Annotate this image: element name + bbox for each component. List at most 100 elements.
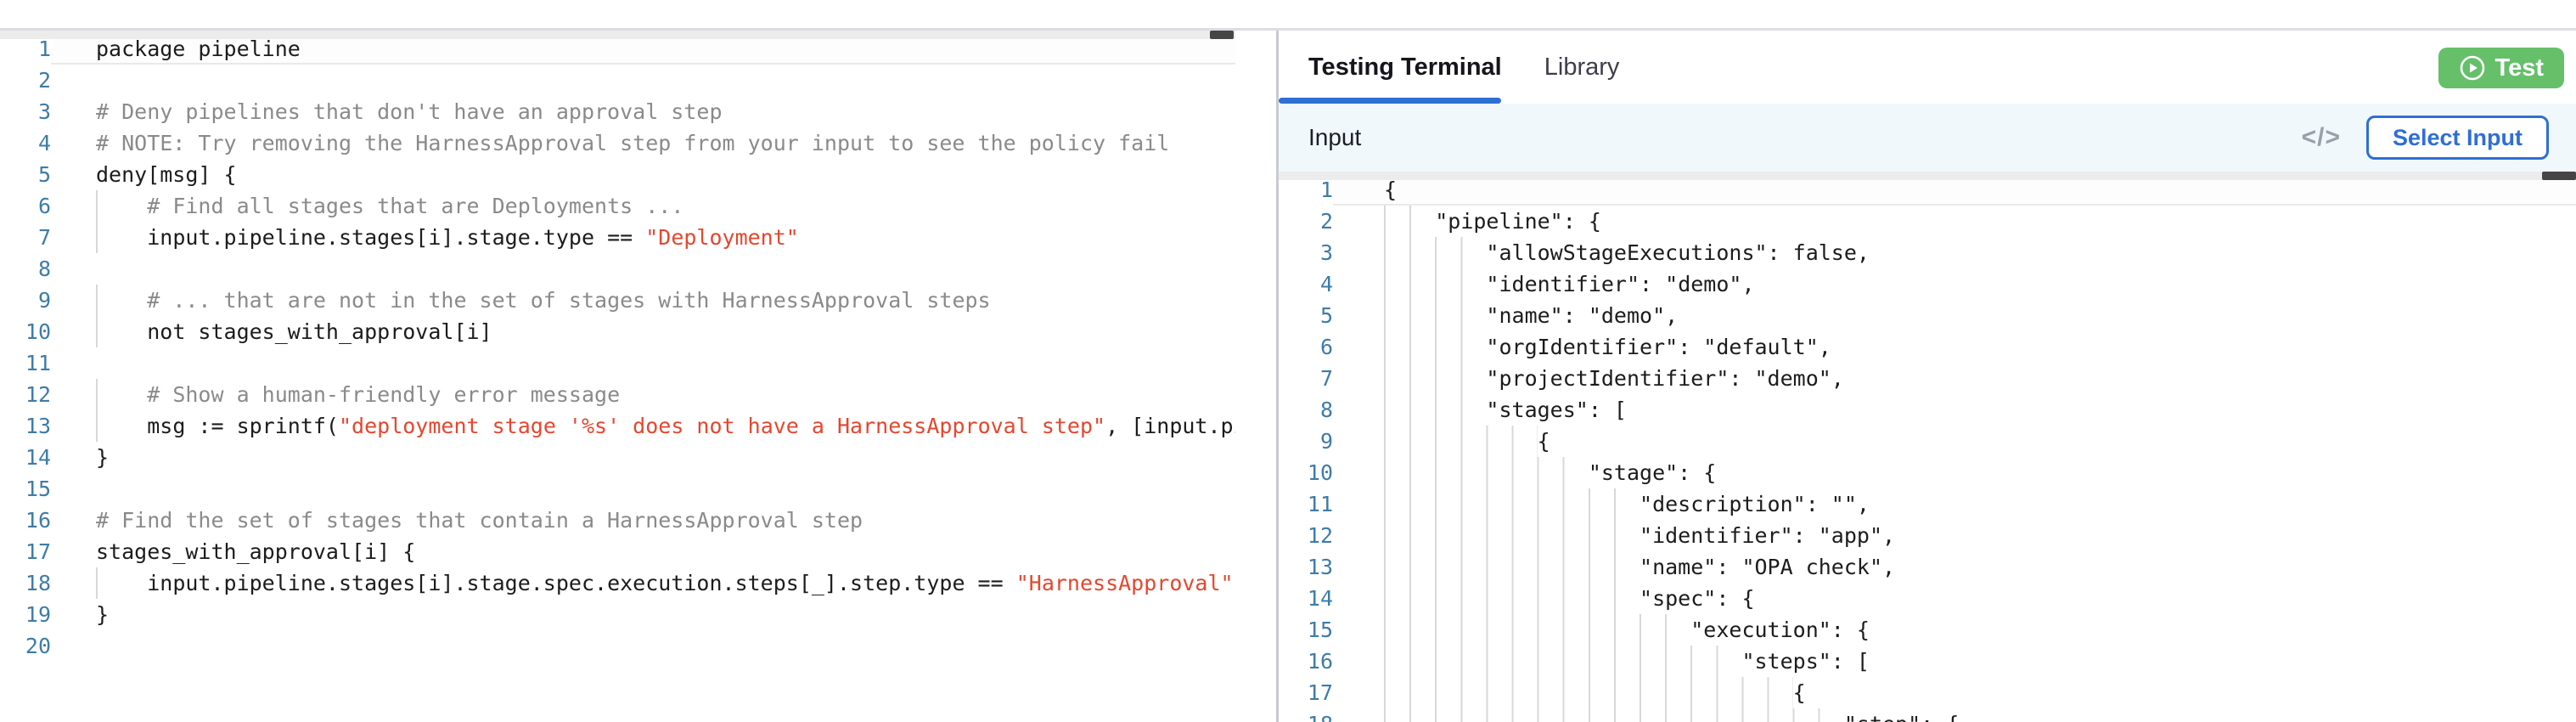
line-number: 3	[1319, 240, 1333, 265]
token-comment: # Deny pipelines that don't have an appr…	[96, 99, 723, 124]
token-code: {	[1792, 680, 1806, 705]
line-source: "step": {	[1333, 708, 2576, 722]
play-circle-icon	[2459, 54, 2486, 82]
code-line[interactable]: 14 "spec": {	[1279, 583, 2576, 614]
indent-guides	[1384, 237, 1487, 268]
code-line[interactable]: 19}	[0, 599, 1235, 630]
token-code: "step": {	[1844, 708, 1959, 722]
input-json-editor[interactable]: 1{2 "pipeline": {3 "allowStageExecutions…	[1279, 172, 2576, 722]
rego-editor-hscrollbar[interactable]	[0, 31, 1235, 39]
line-source: "pipeline": {	[1333, 206, 2576, 237]
code-line[interactable]: 16# Find the set of stages that contain …	[0, 505, 1235, 536]
line-source: input.pipeline.stages[i].stage.type == "…	[51, 222, 1235, 253]
code-line[interactable]: 13 "name": "OPA check",	[1279, 551, 2576, 583]
line-number: 14	[25, 445, 51, 470]
line-number: 16	[1307, 649, 1333, 674]
active-tab-underline	[1279, 98, 1501, 104]
line-source: deny[msg] {	[51, 159, 1235, 190]
select-input-button[interactable]: Select Input	[2365, 116, 2549, 160]
line-source: "name": "OPA check",	[1333, 551, 2576, 583]
line-source	[51, 630, 1235, 662]
line-number: 13	[1307, 555, 1333, 579]
line-source: not stages_with_approval[i]	[51, 316, 1235, 347]
code-line[interactable]: 9 {	[1279, 426, 2576, 457]
input-section-header: Input </> Select Input	[1279, 104, 2576, 172]
line-source: "orgIdentifier": "default",	[1333, 331, 2576, 363]
token-code: {	[1537, 429, 1550, 454]
code-line[interactable]: 8 "stages": [	[1279, 394, 2576, 426]
code-line[interactable]: 15 "execution": {	[1279, 614, 2576, 646]
code-line[interactable]: 11	[0, 347, 1235, 379]
code-line[interactable]: 17 {	[1279, 677, 2576, 708]
code-line[interactable]: 14}	[0, 442, 1235, 473]
code-line[interactable]: 18 input.pipeline.stages[i].stage.spec.e…	[0, 567, 1235, 599]
line-source: "identifier": "demo",	[1333, 268, 2576, 300]
line-number: 6	[37, 194, 51, 218]
pane-divider[interactable]	[1276, 31, 1279, 722]
line-number: 4	[37, 131, 51, 155]
line-source: "allowStageExecutions": false,	[1333, 237, 2576, 268]
indent-guides	[1384, 614, 1691, 646]
token-code: msg := sprintf(	[147, 414, 339, 438]
code-line[interactable]: 15	[0, 473, 1235, 505]
line-number: 1	[1319, 178, 1333, 202]
tab-testing-terminal[interactable]: Testing Terminal	[1279, 31, 1522, 104]
indent-guides	[96, 410, 148, 442]
code-line[interactable]: 6 # Find all stages that are Deployments…	[0, 190, 1235, 222]
indent-guides	[96, 567, 148, 599]
indent-guides	[1384, 551, 1640, 583]
json-editor-hscrollbar[interactable]	[1279, 172, 2576, 180]
input-section-title: Input	[1308, 124, 1362, 150]
indent-guides	[1384, 363, 1487, 394]
code-line[interactable]: 5 "name": "demo",	[1279, 300, 2576, 331]
rego-editor-hscrollbar-thumb[interactable]	[1210, 31, 1234, 39]
line-number: 5	[37, 162, 51, 187]
code-line[interactable]: 13 msg := sprintf("deployment stage '%s'…	[0, 410, 1235, 442]
code-line[interactable]: 4 # NOTE: Try removing the HarnessApprova…	[0, 127, 1235, 159]
line-number: 15	[1307, 618, 1333, 642]
code-line[interactable]: 7 "projectIdentifier": "demo",	[1279, 363, 2576, 394]
line-source: "name": "demo",	[1333, 300, 2576, 331]
token-comment: # Find the set of stages that contain a …	[96, 508, 863, 533]
test-button[interactable]: Test	[2438, 48, 2564, 88]
code-line[interactable]: 20	[0, 630, 1235, 662]
indent-guides	[1384, 708, 1844, 722]
indent-guides	[1384, 300, 1487, 331]
code-line[interactable]: 4 "identifier": "demo",	[1279, 268, 2576, 300]
code-line[interactable]: 18 "step": {	[1279, 708, 2576, 722]
indent-guides	[1384, 583, 1640, 614]
line-number: 10	[25, 319, 51, 344]
code-line[interactable]: 2	[0, 65, 1235, 96]
code-line[interactable]: 6 "orgIdentifier": "default",	[1279, 331, 2576, 363]
code-line[interactable]: 16 "steps": [	[1279, 646, 2576, 677]
code-line[interactable]: 12 "identifier": "app",	[1279, 520, 2576, 551]
token-code: "identifier": "app",	[1640, 523, 1896, 548]
line-number: 10	[1307, 460, 1333, 485]
line-number: 17	[25, 539, 51, 564]
token-code: {	[1384, 178, 1398, 202]
code-line[interactable]: 2 "pipeline": {	[1279, 206, 2576, 237]
code-line[interactable]: 8	[0, 253, 1235, 285]
line-source	[51, 473, 1235, 505]
code-line[interactable]: 9 # ... that are not in the set of stage…	[0, 285, 1235, 316]
token-code: input.pipeline.stages[i].stage.spec.exec…	[147, 571, 1016, 595]
token-comment: # ... that are not in the set of stages …	[147, 288, 991, 313]
code-line[interactable]: 10 "stage": {	[1279, 457, 2576, 488]
code-line[interactable]: 11 "description": "",	[1279, 488, 2576, 520]
line-number: 14	[1307, 586, 1333, 611]
code-line[interactable]: 12 # Show a human-friendly error message	[0, 379, 1235, 410]
code-line[interactable]: 7 input.pipeline.stages[i].stage.type ==…	[0, 222, 1235, 253]
code-line[interactable]: 10 not stages_with_approval[i]	[0, 316, 1235, 347]
token-comment: # NOTE: Try removing the HarnessApproval…	[96, 131, 1170, 155]
line-number: 4	[1319, 272, 1333, 296]
code-line[interactable]: 3# Deny pipelines that don't have an app…	[0, 96, 1235, 127]
json-editor-hscrollbar-thumb[interactable]	[2542, 172, 2576, 180]
code-line[interactable]: 3 "allowStageExecutions": false,	[1279, 237, 2576, 268]
code-view-icon[interactable]: </>	[2301, 123, 2341, 151]
tab-library[interactable]: Library	[1522, 31, 1620, 104]
line-source: input.pipeline.stages[i].stage.spec.exec…	[51, 567, 1235, 599]
testing-terminal-panel: Testing Terminal Library Test Input </>	[1279, 31, 2576, 722]
